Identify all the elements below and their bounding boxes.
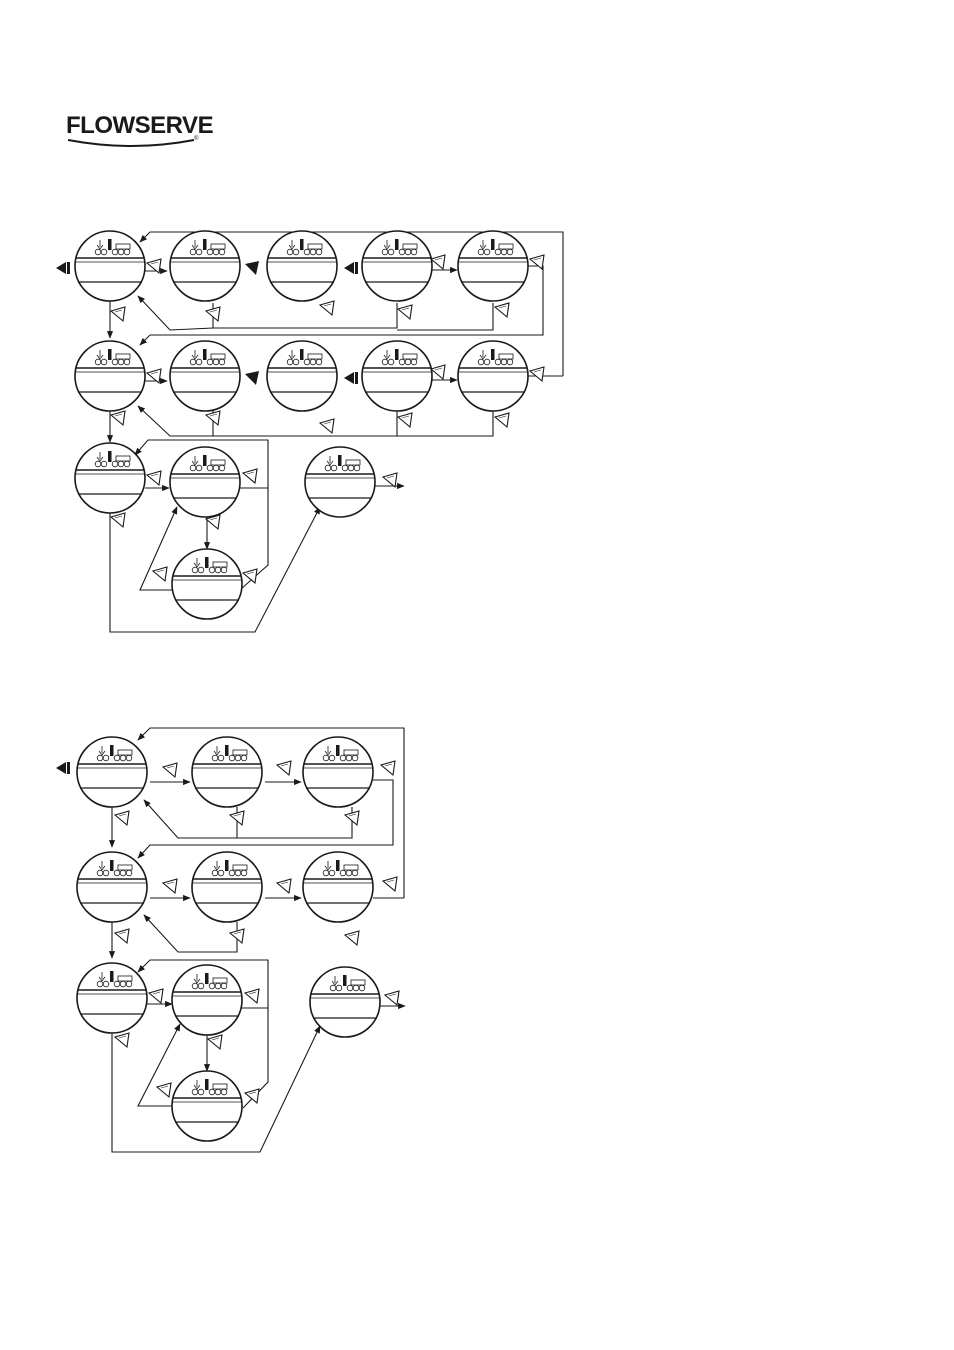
device-display-icon (169, 446, 241, 518)
hold-key-icon (245, 371, 259, 385)
press-key-icon (152, 566, 168, 582)
press-key-icon (162, 878, 178, 894)
key-markers (56, 254, 545, 1104)
connector-lines (106, 231, 564, 1153)
press-key-icon (529, 366, 545, 382)
arrow-icon (139, 506, 178, 591)
device-display-icon (74, 442, 146, 514)
device-display-icon (361, 230, 433, 302)
press-key-icon (244, 988, 260, 1004)
device-display-icon (171, 548, 243, 620)
press-key-icon (319, 418, 335, 434)
press-key-icon (397, 304, 413, 320)
press-key-icon (380, 760, 396, 776)
press-key-icon (162, 762, 178, 778)
arrow-icon (137, 959, 269, 1009)
press-key-icon (110, 512, 126, 528)
device-display-icon (169, 340, 241, 412)
press-key-icon (397, 412, 413, 428)
press-key-icon (242, 468, 258, 484)
device-display-icon (74, 340, 146, 412)
arrow-icon (111, 1025, 321, 1153)
registered-mark: ® (194, 136, 199, 142)
device-display-icon (457, 230, 529, 302)
arrow-icon (143, 799, 238, 839)
press-key-icon (276, 878, 292, 894)
indicator-icon (56, 262, 66, 274)
indicator-icon (56, 762, 66, 774)
flowserve-logo: FLOWSERVE ® (66, 112, 214, 154)
press-key-icon (244, 1088, 260, 1104)
press-key-icon (529, 254, 545, 270)
indicator-bar-icon (355, 262, 358, 274)
arrow-icon (109, 506, 321, 633)
arrow-icon (137, 727, 405, 898)
indicator-bar-icon (355, 372, 358, 384)
device-display-icon (457, 340, 529, 412)
device-display-icon (191, 851, 263, 923)
connector-line (213, 411, 398, 437)
connector-line (237, 807, 353, 839)
press-key-icon (382, 472, 398, 488)
device-display-icon (266, 340, 338, 412)
connector-line (242, 1008, 269, 1109)
device-display-icon (76, 736, 148, 808)
arrow-icon (139, 231, 564, 376)
arrow-icon (134, 439, 269, 489)
press-key-icon (207, 1034, 223, 1050)
logo-swoosh (67, 139, 195, 147)
device-display-icon (266, 230, 338, 302)
arrow-icon (137, 405, 214, 437)
arrow-icon (137, 1023, 181, 1107)
press-key-icon (382, 876, 398, 892)
device-display-icon (169, 230, 241, 302)
press-key-icon (110, 410, 126, 426)
press-key-icon (430, 364, 446, 380)
press-key-icon (494, 302, 510, 318)
device-display-icon (302, 851, 374, 923)
device-display-icon (76, 962, 148, 1034)
press-key-icon (114, 1032, 130, 1048)
indicator-bar-icon (67, 762, 70, 774)
device-display-icon (309, 966, 381, 1038)
press-key-icon (156, 1082, 172, 1098)
press-key-icon (384, 990, 400, 1006)
press-key-icon (430, 254, 446, 270)
device-display-icon (191, 736, 263, 808)
device-display-icon (302, 736, 374, 808)
connector-line (213, 303, 398, 329)
press-key-icon (494, 412, 510, 428)
press-key-icon (114, 810, 130, 826)
indicator-icon (344, 372, 354, 384)
connector-line (240, 488, 269, 590)
press-key-icon (148, 988, 164, 1004)
indicator-icon (344, 262, 354, 274)
press-key-icon (276, 760, 292, 776)
press-key-icon (319, 300, 335, 316)
press-key-icon (110, 306, 126, 322)
device-nodes (74, 230, 529, 1142)
device-display-icon (76, 851, 148, 923)
device-display-icon (74, 230, 146, 302)
device-display-icon (171, 964, 243, 1036)
device-display-icon (171, 1070, 243, 1142)
press-key-icon (114, 928, 130, 944)
press-key-icon (146, 470, 162, 486)
hold-key-icon (245, 261, 259, 275)
connector-line (397, 411, 494, 437)
device-display-icon (361, 340, 433, 412)
connector-line (397, 303, 494, 331)
press-key-icon (344, 930, 360, 946)
device-display-icon (304, 446, 376, 518)
arrow-icon (137, 779, 394, 859)
indicator-bar-icon (67, 262, 70, 274)
brand-name: FLOWSERVE (66, 112, 214, 139)
